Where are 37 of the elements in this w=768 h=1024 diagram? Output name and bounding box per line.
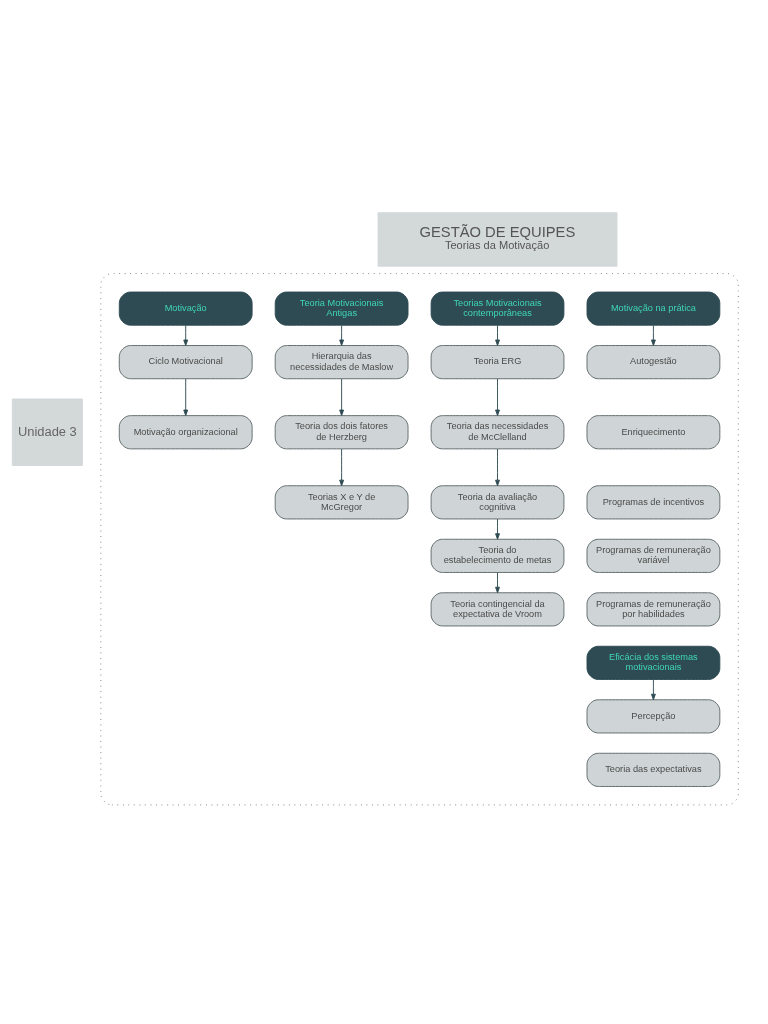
label: Unidade 3 (17, 423, 77, 439)
node-box: GESTÃO DE EQUIPES Teorias da Motivação (377, 211, 618, 267)
node-box: Teoria do estabelecimento de metas (430, 538, 565, 573)
node-box: Autogestão (586, 344, 721, 379)
arrow (495, 518, 500, 540)
node-box: Teoria ERG (430, 344, 565, 379)
node-box: Programas de incentivos (586, 484, 721, 519)
arrow (495, 324, 500, 346)
node-box: Motivação organizacional (118, 414, 253, 449)
arrow (183, 324, 189, 346)
node-box: Hierarquia das necessidades de Maslow (274, 344, 409, 379)
node-box: Programas de remuneração por habilidades (586, 591, 721, 626)
node-box: Teoria das necessidades de McClelland (430, 414, 565, 449)
node-box: Percepção (586, 698, 721, 733)
arrow (495, 377, 500, 416)
node-box: Motivação (118, 291, 253, 326)
node-box: Ciclo Motivacional (118, 344, 253, 379)
arrow (183, 377, 189, 416)
arrow (339, 377, 344, 416)
node-box: Teoria Motivacionais Antigas (274, 291, 409, 326)
node-box: Teoria das expectativas (586, 752, 721, 787)
node-box: Teoria contingencial da expectativa de Vroom (430, 591, 565, 626)
arrow (495, 571, 500, 593)
arrow (339, 324, 344, 346)
arrow (339, 448, 344, 486)
node-box: Motivação na prática (586, 291, 721, 326)
node-box: Teorias Motivacionais contemporâneas (430, 291, 565, 326)
cluster (100, 272, 739, 805)
node-box: Teoria da avaliação cognitiva (430, 484, 565, 519)
node-box: Teoria dos dois fatores de Herzberg (274, 414, 409, 449)
arrow (651, 678, 656, 700)
arrow (495, 448, 500, 486)
node-box: Enriquecimento (586, 414, 721, 449)
node-box: Teorias X e Y de McGregor (274, 484, 409, 519)
node-box: Programas de remuneração variável (586, 538, 721, 573)
arrow (651, 324, 656, 346)
node-box: Eficácia dos sistemas motivacionais (586, 645, 721, 680)
